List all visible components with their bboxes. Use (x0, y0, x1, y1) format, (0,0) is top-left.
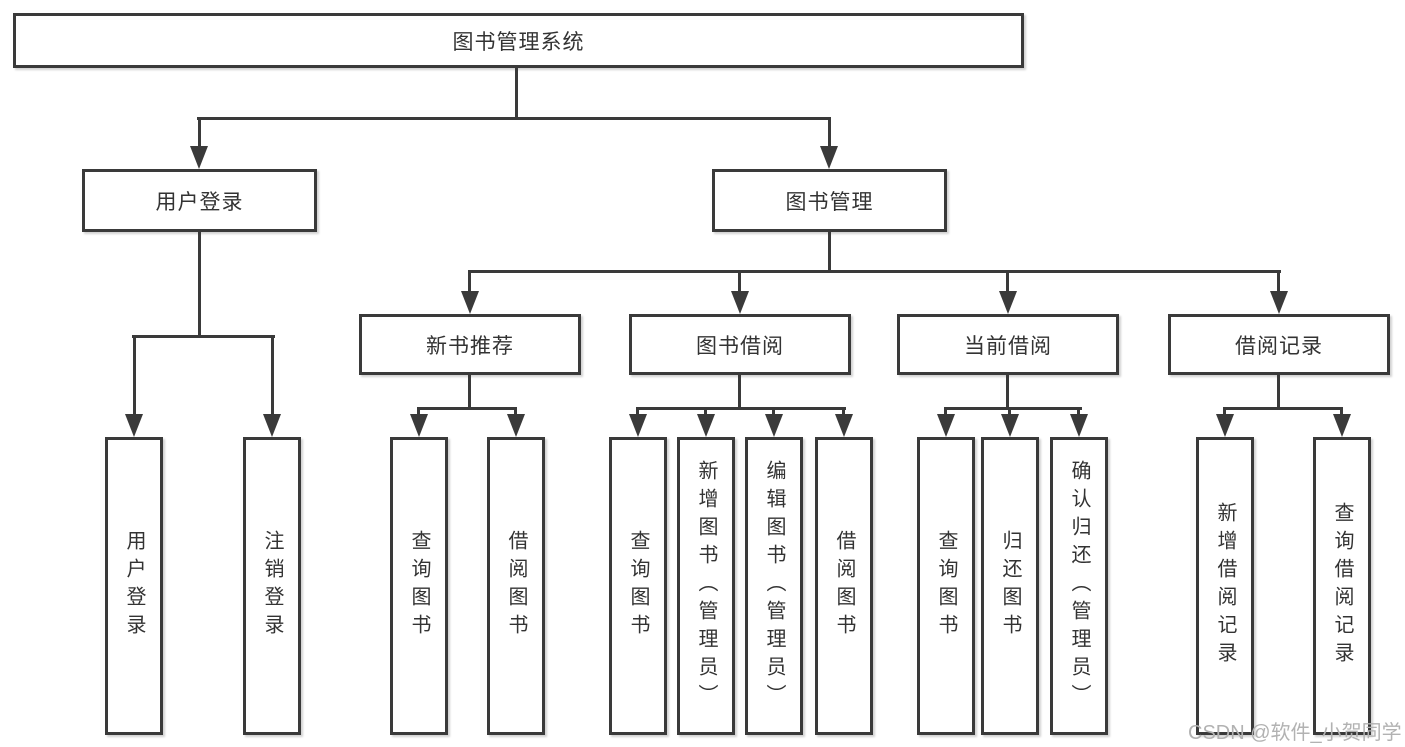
node-label: 查询图书 (627, 530, 649, 642)
node-label: 用户登录 (123, 530, 145, 642)
leaf-query-books-current: 查询图书 (917, 437, 975, 735)
arrow-down-icon (629, 414, 647, 437)
leaf-add-borrow-record: 新增借阅记录 (1196, 437, 1254, 735)
connector-line (1008, 407, 1011, 419)
node-label: 借阅图书 (833, 530, 855, 642)
node-label: 归还图书 (999, 530, 1021, 642)
connector-line (828, 232, 831, 273)
node-label: 借阅记录 (1235, 334, 1323, 358)
connector-line (1006, 375, 1009, 410)
leaf-borrow-books: 借阅图书 (815, 437, 873, 735)
connector-line (738, 375, 741, 410)
arrow-down-icon (125, 414, 143, 437)
arrow-down-icon (835, 414, 853, 437)
leaf-confirm-return-admin: 确认归还（管理员） (1050, 437, 1108, 735)
leaf-edit-books-admin: 编辑图书（管理员） (745, 437, 803, 735)
connector-line (1340, 407, 1343, 419)
node-label: 新增借阅记录 (1214, 502, 1236, 670)
connector-line (271, 335, 274, 417)
arrow-down-icon (1333, 414, 1351, 437)
node-label: 新增图书（管理员） (695, 460, 717, 712)
node-new-book-recommendation: 新书推荐 (359, 314, 581, 375)
node-label: 新书推荐 (426, 334, 514, 358)
node-label: 注销登录 (261, 530, 283, 642)
arrow-down-icon (461, 291, 479, 314)
connector-line (944, 407, 1082, 410)
arrow-down-icon (731, 291, 749, 314)
arrow-down-icon (1070, 414, 1088, 437)
node-label: 借阅图书 (505, 530, 527, 642)
node-borrowing-records: 借阅记录 (1168, 314, 1390, 375)
node-label: 图书管理 (785, 190, 874, 214)
connector-line (828, 117, 831, 149)
connector-line (468, 375, 471, 410)
arrow-down-icon (507, 414, 525, 437)
leaf-query-books-recommend: 查询图书 (390, 437, 448, 735)
connector-line (198, 232, 201, 338)
arrow-down-icon (697, 414, 715, 437)
leaf-query-borrow-record: 查询借阅记录 (1313, 437, 1371, 735)
connector-line (1077, 407, 1080, 419)
node-book-management: 图书管理 (712, 169, 947, 232)
connector-line (132, 335, 275, 338)
connector-line (1223, 407, 1226, 419)
connector-line (417, 407, 420, 419)
arrow-down-icon (820, 146, 838, 169)
node-book-borrowing: 图书借阅 (629, 314, 851, 375)
node-label: 确认归还（管理员） (1068, 460, 1090, 712)
leaf-user-login: 用户登录 (105, 437, 163, 735)
connector-line (197, 117, 831, 120)
connector-line (842, 407, 845, 419)
node-label: 查询图书 (408, 530, 430, 642)
node-label: 图书管理系统 (452, 30, 585, 54)
connector-line (1277, 375, 1280, 410)
node-label: 查询图书 (935, 530, 957, 642)
connector-line (1277, 270, 1280, 294)
connector-line (738, 270, 741, 294)
connector-line (133, 335, 136, 417)
connector-line (417, 407, 517, 410)
node-label: 用户登录 (155, 190, 244, 214)
connector-line (198, 117, 201, 149)
connector-line (515, 68, 518, 117)
node-label: 查询借阅记录 (1331, 502, 1353, 670)
connector-line (468, 270, 1281, 273)
arrow-down-icon (1001, 414, 1019, 437)
leaf-return-books: 归还图书 (981, 437, 1039, 735)
connector-line (468, 270, 471, 294)
connector-line (1006, 270, 1009, 294)
leaf-borrow-books-recommend: 借阅图书 (487, 437, 545, 735)
node-label: 图书借阅 (696, 334, 784, 358)
connector-line (1223, 407, 1343, 410)
connector-line (636, 407, 639, 419)
node-user-login: 用户登录 (82, 169, 317, 232)
node-current-borrowing: 当前借阅 (897, 314, 1119, 375)
node-library-management-system: 图书管理系统 (13, 13, 1024, 68)
arrow-down-icon (263, 414, 281, 437)
leaf-logout: 注销登录 (243, 437, 301, 735)
node-label: 编辑图书（管理员） (763, 460, 785, 712)
arrow-down-icon (190, 146, 208, 169)
arrow-down-icon (410, 414, 428, 437)
arrow-down-icon (1270, 291, 1288, 314)
csdn-watermark: CSDN @软件_小贺同学 (1188, 722, 1402, 744)
connector-line (772, 407, 775, 419)
leaf-query-books-borrow: 查询图书 (609, 437, 667, 735)
connector-line (704, 407, 707, 419)
arrow-down-icon (999, 291, 1017, 314)
arrow-down-icon (765, 414, 783, 437)
connector-line (944, 407, 947, 419)
leaf-add-books-admin: 新增图书（管理员） (677, 437, 735, 735)
node-label: 当前借阅 (964, 334, 1052, 358)
connector-line (636, 407, 846, 410)
connector-line (514, 407, 517, 419)
arrow-down-icon (1216, 414, 1234, 437)
arrow-down-icon (937, 414, 955, 437)
